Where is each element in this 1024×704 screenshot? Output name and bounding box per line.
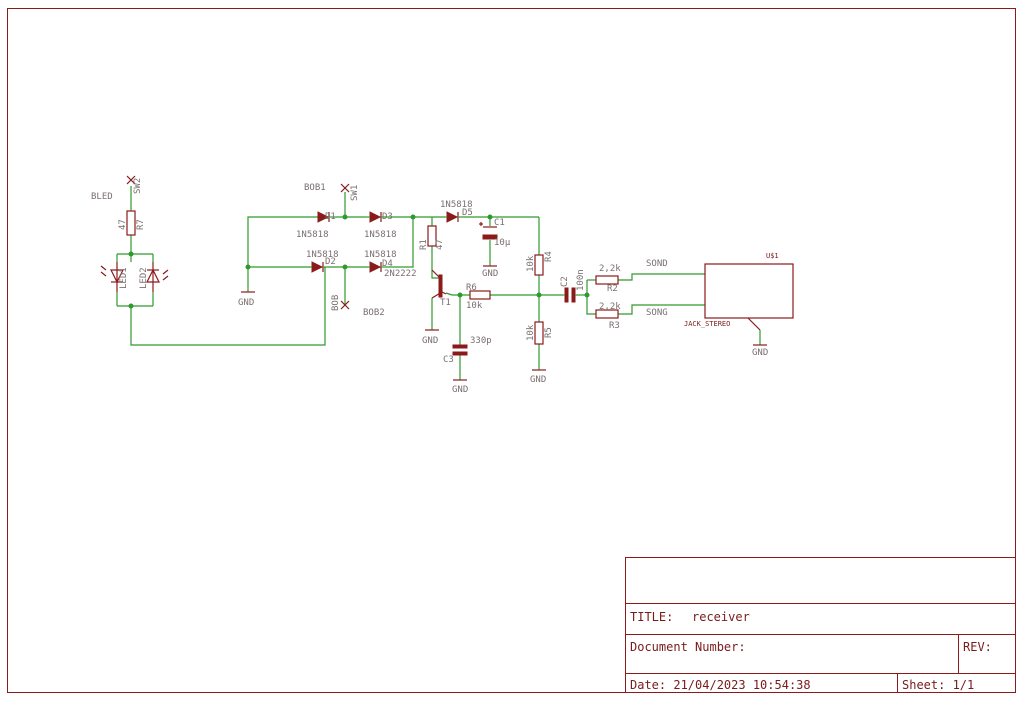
label-song: SONG (646, 308, 668, 318)
resistor-r3 (595, 309, 619, 319)
label-jack: JACK_STEREO (684, 320, 730, 328)
resistor-r4 (534, 254, 544, 276)
capacitor-c2 (562, 287, 578, 303)
label-gnd-c1: GND (482, 269, 498, 279)
label-r7-value: 47 (118, 219, 128, 230)
sw1-marker (340, 183, 350, 193)
bob-marker (340, 300, 350, 310)
wires (116, 186, 761, 380)
label-c3-value: 330p (470, 336, 492, 346)
label-r5: R5 (544, 327, 554, 338)
label-r2-value: 2,2k (599, 264, 621, 274)
diode-d5 (445, 211, 460, 223)
label-bob: BOB (331, 295, 341, 311)
label-sond: SOND (646, 259, 668, 269)
label-sw2: SW2 (133, 178, 143, 194)
label-r1-value: 47 (435, 239, 445, 250)
resistor-r1 (427, 225, 437, 247)
label-gnd-t1: GND (422, 336, 438, 346)
sheet-frame (7, 8, 1016, 693)
label-r7: R7 (136, 219, 146, 230)
label-r4-value: 10k (526, 255, 536, 272)
title-label: TITLE: (630, 610, 673, 624)
label-c2-value: 100n (576, 269, 586, 291)
junctions (128, 214, 590, 309)
label-d1-part: 1N5818 (296, 230, 329, 240)
label-d4-part: 1N5818 (364, 250, 397, 260)
date-text: Date: 21/04/2023 10:54:38 (630, 678, 811, 692)
label-gnd-r5: GND (530, 375, 546, 385)
jack-stereo-u1 (704, 263, 794, 331)
diode-d1 (317, 211, 336, 223)
title-block (625, 557, 1016, 693)
capacitor-c1 (479, 222, 498, 240)
label-r1: R1 (419, 239, 429, 250)
led1-symbol (100, 262, 124, 292)
document-number-label: Document Number: (630, 640, 746, 654)
label-bob2: BOB2 (363, 308, 385, 318)
sw2-marker (126, 175, 136, 185)
label-r4: R4 (544, 251, 554, 262)
resistor-r2 (595, 275, 619, 285)
label-r6-value: 10k (466, 301, 483, 311)
label-c3: C3 (443, 355, 454, 365)
resistor-r6 (469, 290, 491, 300)
resistor-r5 (534, 321, 544, 345)
label-d5: D5 (462, 208, 473, 218)
title-value: receiver (692, 610, 750, 624)
label-sw1: SW1 (350, 185, 360, 201)
diode-d4 (368, 261, 386, 273)
label-d2: D2 (325, 257, 336, 267)
led2-symbol (146, 262, 169, 292)
label-d1: D1 (325, 212, 336, 222)
label-r3-value: 2,2k (599, 302, 621, 312)
label-r6: R6 (466, 283, 477, 293)
label-d3-part: 1N5818 (364, 230, 397, 240)
label-u1: U$1 (766, 252, 779, 260)
label-d3: D3 (382, 212, 393, 222)
label-gnd-jack: GND (752, 348, 768, 358)
label-gnd: GND (238, 298, 254, 308)
rev-label: REV: (963, 640, 992, 654)
label-r3: R3 (609, 321, 620, 331)
label-transistor: 2N2222 (384, 269, 417, 279)
label-c2: C2 (560, 276, 570, 287)
capacitor-c3 (452, 344, 468, 356)
label-r5-value: 10k (526, 324, 536, 341)
label-led2: LED2 (139, 267, 149, 289)
label-d2-part: 1N5818 (306, 250, 339, 260)
label-gnd-c3: GND (452, 385, 468, 395)
diode-d2 (310, 261, 328, 273)
label-led1: LED1 (119, 267, 129, 289)
label-d5-part: 1N5818 (440, 200, 473, 210)
sheet-text: Sheet: 1/1 (902, 678, 974, 692)
label-bled: BLED (91, 192, 113, 202)
label-d4: D4 (382, 259, 393, 269)
transistor-t1 (431, 269, 447, 299)
label-r2: R2 (607, 284, 618, 294)
diode-d3 (366, 211, 384, 223)
label-bob1: BOB1 (304, 183, 326, 193)
label-t1: T1 (440, 298, 451, 308)
label-c1: C1 (494, 218, 505, 228)
label-c1-value: 10µ (494, 238, 511, 248)
resistor-r7 (126, 210, 136, 236)
